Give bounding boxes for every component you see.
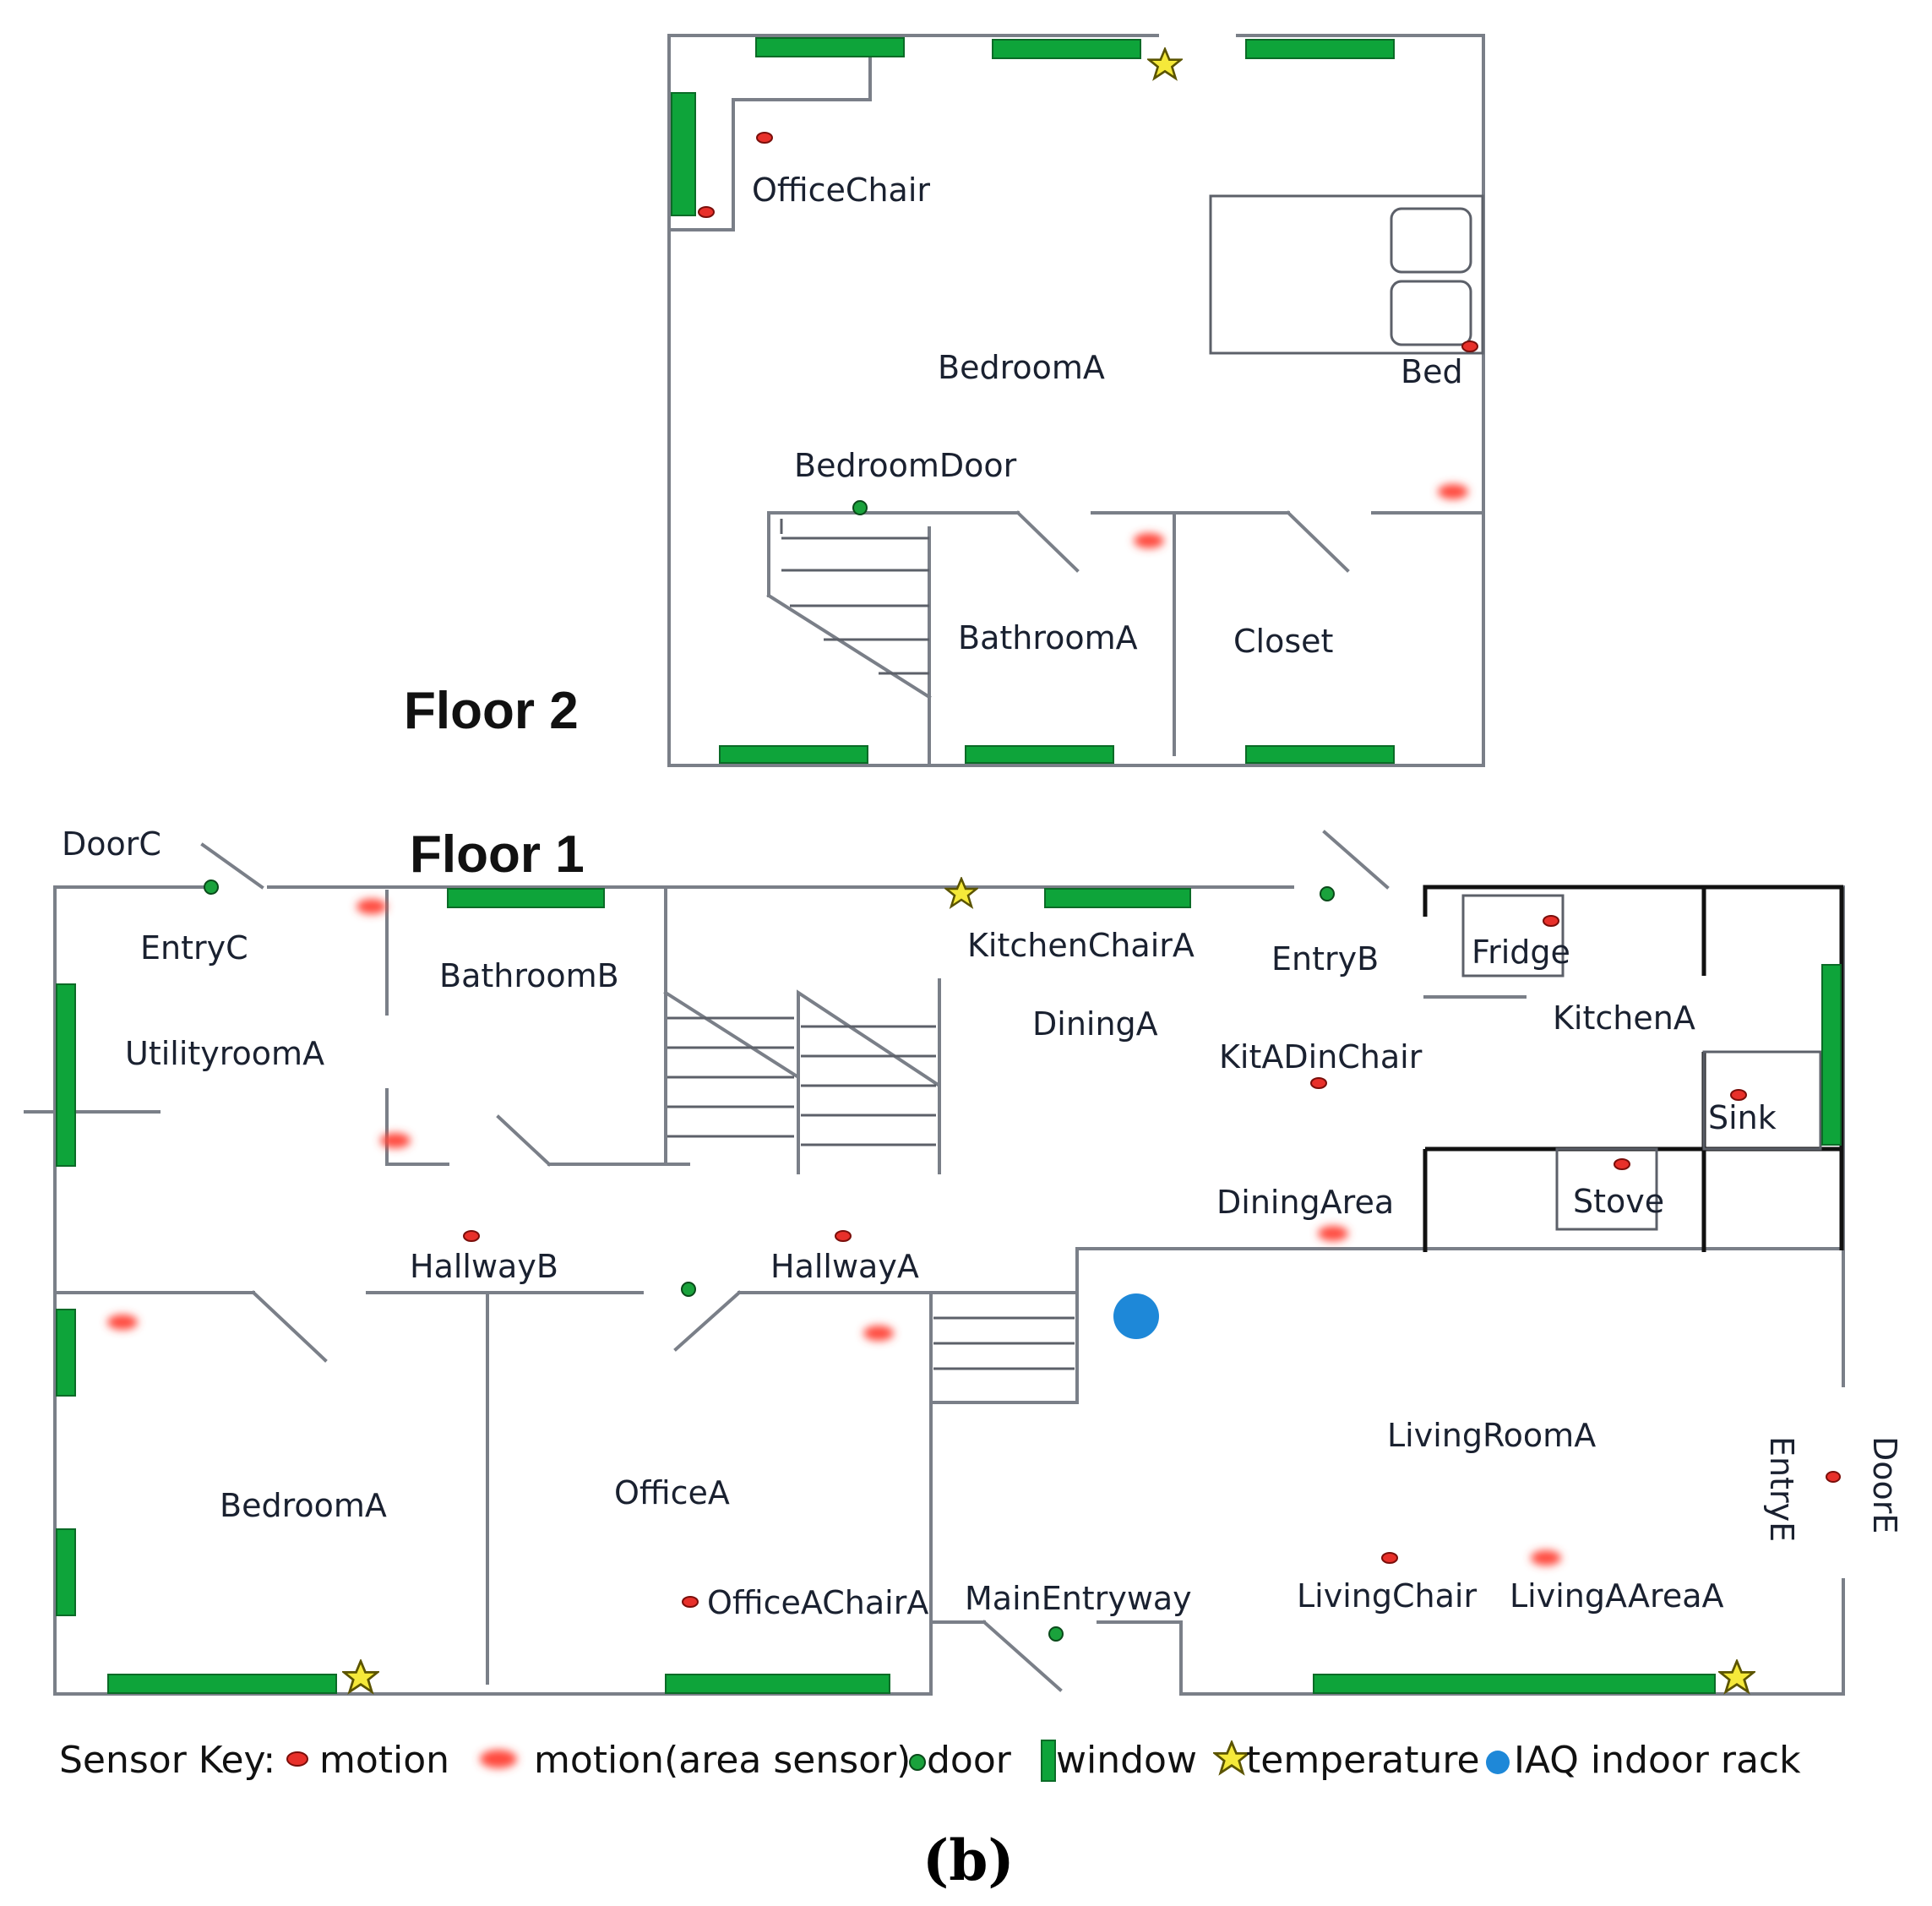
window-icon <box>1041 1740 1056 1782</box>
label-utilityroom-a: UtilityroomA <box>125 1035 324 1072</box>
office-chair-motion-sensor <box>756 132 773 144</box>
label-hallway-a: HallwayA <box>770 1248 919 1285</box>
iaq-legend-icon <box>1486 1751 1510 1774</box>
label-bed: Bed <box>1401 353 1463 390</box>
office-a-chair-motion-sensor <box>682 1596 699 1608</box>
label-stove: Stove <box>1573 1183 1664 1220</box>
label-hallway-b: HallwayB <box>410 1248 558 1285</box>
office-window-motion-sensor <box>698 206 715 218</box>
bed-motion-sensor <box>1461 340 1478 352</box>
label-fridge: Fridge <box>1472 934 1570 971</box>
temperature-star-icon <box>1213 1740 1250 1774</box>
label-office-chair: OfficeChair <box>752 172 930 209</box>
legend-motion-label: motion <box>319 1739 449 1782</box>
label-living-a-area-a: LivingAAreaA <box>1510 1577 1723 1615</box>
label-dining-area: DiningArea <box>1216 1184 1394 1221</box>
kitchen-temperature-star-icon <box>944 877 978 908</box>
label-closet: Closet <box>1233 623 1333 660</box>
sink-motion-sensor <box>1730 1089 1747 1101</box>
label-dining-a: DiningA <box>1032 1005 1158 1043</box>
living-temperature-star-icon <box>1718 1659 1755 1693</box>
label-bathroom-b: BathroomB <box>439 957 619 994</box>
legend-title: Sensor Key: <box>59 1739 275 1782</box>
floor-1: Floor 1 DoorC EntryC UtilityroomA Bathro… <box>24 825 1903 1696</box>
label-office-a-chair-a: OfficeAChairA <box>707 1584 928 1621</box>
label-entry-e: EntryE <box>1763 1436 1800 1542</box>
sensor-key-legend: Sensor Key: motion motion(area sensor) d… <box>59 1739 1801 1782</box>
iaq-rack-icon <box>1113 1293 1159 1339</box>
hall-area-motion-sensor <box>1134 533 1164 548</box>
bedroom-area-motion-sensor <box>1438 484 1468 499</box>
label-entry-c: EntryC <box>140 929 248 967</box>
floor-2-title: Floor 2 <box>404 682 579 740</box>
kit-a-din-chair-motion-sensor <box>1310 1077 1327 1089</box>
label-kit-a-din-chair: KitADinChair <box>1219 1038 1423 1076</box>
label-kitchen-a: KitchenA <box>1553 999 1695 1037</box>
figure-caption: (b) <box>922 1827 1015 1893</box>
legend-area-motion-label: motion(area sensor) <box>534 1739 911 1782</box>
label-door-c: DoorC <box>62 825 161 863</box>
label-bedroom-a-f2: BedroomA <box>938 349 1105 386</box>
floor-2: Floor 2 OfficeChair BedroomA Bed Bedroom… <box>404 34 1485 767</box>
bedroom-temperature-star-icon <box>342 1659 379 1693</box>
motion-sensor-icon <box>286 1751 308 1767</box>
door-sensor-icon <box>909 1754 926 1771</box>
entry-b-door-sensor <box>1320 886 1335 901</box>
label-office-a: OfficeA <box>614 1474 730 1511</box>
entry-e-motion-sensor <box>1826 1471 1841 1483</box>
dining-area-motion-sensor <box>1318 1226 1348 1241</box>
hallway-door-sensor <box>681 1282 696 1297</box>
legend-temperature-label: temperature <box>1246 1739 1480 1782</box>
legend-window-label: window <box>1056 1739 1197 1782</box>
label-entry-b: EntryB <box>1271 940 1379 978</box>
bedroom-a-area-motion-sensor <box>107 1315 138 1330</box>
hallway-b-motion-sensor <box>463 1230 480 1242</box>
fridge-motion-sensor <box>1543 915 1559 927</box>
legend-door-label: door <box>927 1739 1012 1782</box>
label-bedroom-a-f1: BedroomA <box>220 1487 387 1524</box>
floor-1-title: Floor 1 <box>410 825 585 884</box>
label-sink: Sink <box>1708 1099 1777 1136</box>
label-main-entryway: MainEntryway <box>965 1580 1192 1617</box>
door-c-sensor <box>204 879 219 895</box>
legend-iaq-label: IAQ indoor rack <box>1514 1739 1801 1782</box>
bathroom-b-area-motion-sensor <box>380 1133 411 1148</box>
living-a-area-a-motion-sensor <box>1531 1550 1561 1566</box>
label-bathroom-a: BathroomA <box>958 619 1138 656</box>
office-a-area-motion-sensor <box>863 1326 894 1341</box>
label-living-chair: LivingChair <box>1297 1577 1477 1615</box>
living-chair-motion-sensor <box>1381 1552 1398 1564</box>
stove-motion-sensor <box>1614 1158 1630 1170</box>
main-entryway-door-sensor <box>1048 1626 1064 1642</box>
bedroom-door-sensor <box>852 500 868 515</box>
entry-c-area-motion-sensor <box>356 899 387 914</box>
hallway-a-motion-sensor <box>835 1230 852 1242</box>
area-motion-sensor-icon <box>480 1750 517 1768</box>
label-bedroom-door: BedroomDoor <box>794 447 1017 484</box>
label-kitchen-chair-a: KitchenChairA <box>967 927 1195 964</box>
label-living-room-a: LivingRoomA <box>1387 1417 1596 1454</box>
floor2-temperature-star-icon <box>1147 47 1183 80</box>
label-door-e: DoorE <box>1866 1436 1903 1533</box>
